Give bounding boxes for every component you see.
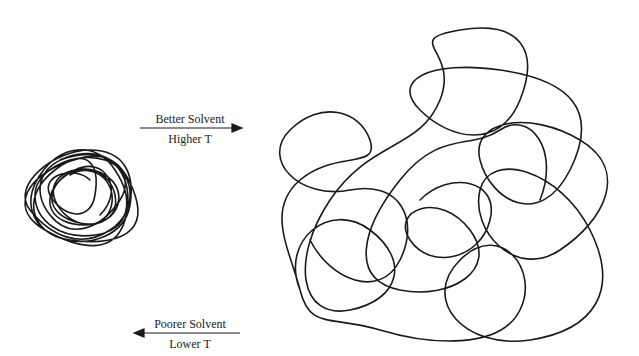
expanded-coil	[366, 125, 546, 292]
condition-label: Poorer Solvent	[154, 317, 226, 331]
expanded-coil	[280, 28, 608, 341]
arrow-head	[232, 124, 242, 132]
collapsed-coil	[25, 150, 138, 246]
arrow-line	[142, 332, 240, 333]
condition-label: Better Solvent	[156, 112, 225, 126]
condition-label: Lower T	[169, 337, 210, 351]
condition-label: Higher T	[168, 132, 211, 146]
arrow-line	[140, 127, 234, 128]
arrow-head	[134, 329, 144, 337]
collapsed-coil	[50, 166, 119, 225]
